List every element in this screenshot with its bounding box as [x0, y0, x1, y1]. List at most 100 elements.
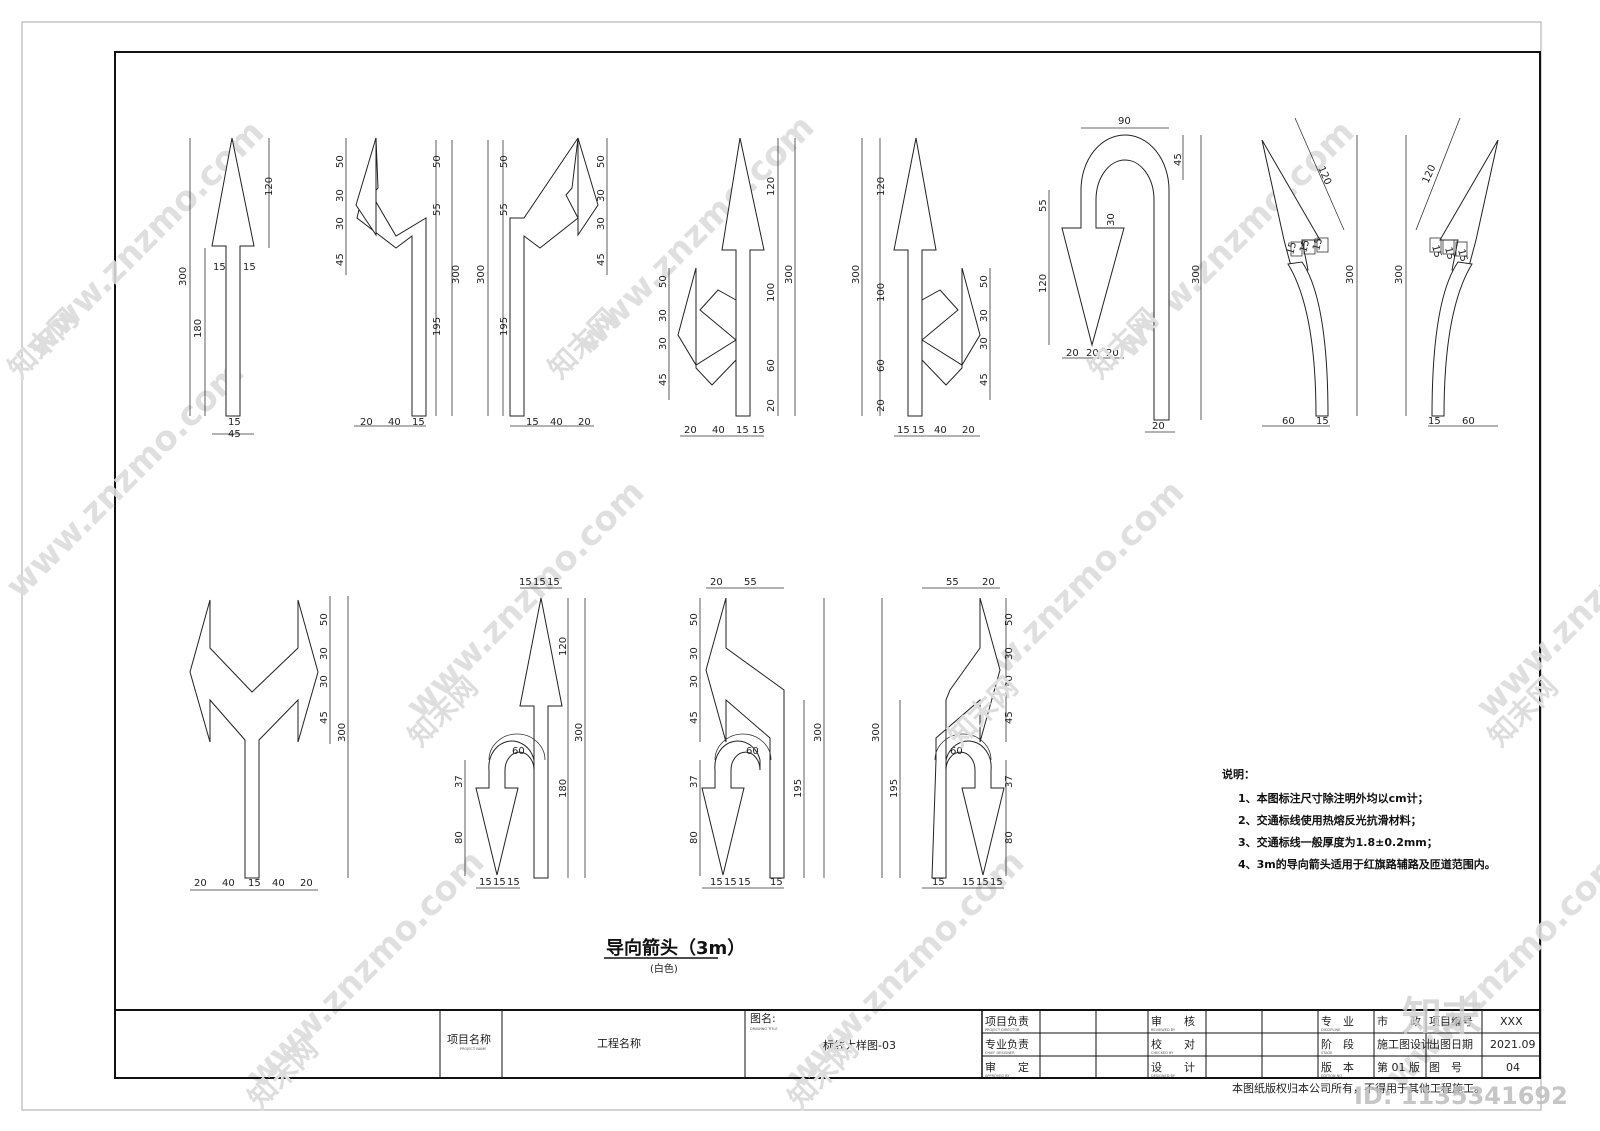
arrow-merge-left — [1261, 139, 1329, 417]
meta-label-discipline: 专 业 — [1321, 1014, 1354, 1028]
dim-label: 55 — [946, 577, 959, 588]
dim-label: 195 — [499, 317, 510, 336]
meta-label-project-no: 项目编号 — [1429, 1014, 1473, 1028]
dim-label: 180 — [193, 319, 204, 338]
dim-label: 60 — [1282, 416, 1295, 427]
watermark-id: ID: 1135341692 — [1354, 1082, 1568, 1110]
dim-label: 15 — [1429, 244, 1443, 259]
arrow-merge-right — [1431, 139, 1499, 417]
dim-label: 30 — [1004, 675, 1015, 688]
dims-arrow-straight — [189, 138, 270, 435]
dim-label: 15 — [412, 417, 425, 428]
arrow-u-turn — [1061, 134, 1170, 421]
dim-label: 195 — [793, 779, 804, 798]
dim-label: 15 — [1316, 416, 1329, 427]
dim-label: 30 — [689, 647, 700, 660]
dim-label: 50 — [658, 275, 669, 288]
notes-heading: 说明： — [1222, 767, 1255, 781]
check-reviewed: 审 核 — [1151, 1014, 1195, 1028]
dim-label: 120 — [766, 177, 777, 196]
dim-label: 55 — [432, 203, 443, 216]
dim-label: 15 — [770, 877, 783, 888]
dim-label: 60 — [512, 746, 525, 757]
dim-label: 40 — [272, 878, 285, 889]
dim-label: 15 — [493, 877, 506, 888]
dim-label: 30 — [596, 189, 607, 202]
dim-label: 300 — [851, 265, 862, 284]
dim-label: 20 — [1066, 348, 1079, 359]
dim-label: 45 — [319, 711, 330, 724]
role-chief-designer: 专业负责 — [985, 1037, 1029, 1051]
dim-label: 30 — [689, 675, 700, 688]
arrow-straight-left-combo — [677, 137, 765, 417]
dim-label: 15 — [533, 577, 546, 588]
arrow-right-u-turn — [931, 597, 1005, 879]
role-approved-by: 审 定 — [985, 1060, 1029, 1074]
dims-arrow-straight-left — [345, 138, 453, 427]
drawing-caption: 导向箭头（3m） — [606, 937, 745, 959]
dim-label: 45 — [658, 373, 669, 386]
dim-label: 300 — [871, 723, 882, 742]
dim-label: 37 — [689, 775, 700, 788]
dim-label: 30 — [658, 309, 669, 322]
dim-label: 120 — [1038, 274, 1049, 293]
project-name-label-en: PROJECT NAME — [460, 1047, 486, 1051]
dim-label: 20 — [710, 577, 723, 588]
dim-label: 50 — [335, 155, 346, 168]
notes-item: 1、本图标注尺寸除注明外均以cm计； — [1238, 791, 1429, 805]
dim-label: 15 — [213, 262, 226, 273]
meta-value-date: 2021.09 — [1490, 1038, 1536, 1051]
dim-label: 30 — [1106, 213, 1117, 226]
arrow-straight-u-turn — [475, 597, 563, 879]
dim-label: 50 — [432, 155, 443, 168]
dim-label: 20 — [876, 399, 887, 412]
arrow-straight-right — [509, 137, 599, 417]
dim-label: 15 — [976, 877, 989, 888]
dim-label: 15 — [1455, 248, 1469, 263]
dim-label: 20 — [578, 417, 591, 428]
arrow-left-u-turn — [701, 597, 785, 879]
check-designed: 设 计 — [1151, 1061, 1195, 1074]
dim-label: 20 — [1086, 348, 1099, 359]
project-name-value: 工程名称 — [597, 1036, 641, 1050]
meta-label-edition: 版 本 — [1321, 1060, 1354, 1074]
dim-label: 45 — [979, 373, 990, 386]
dim-label: 195 — [432, 317, 443, 336]
meta-label-en: DISCIPLINE — [1321, 1028, 1340, 1032]
dim-label: 195 — [889, 779, 900, 798]
dim-label: 15 — [912, 425, 925, 436]
dim-label: 20 — [1106, 348, 1119, 359]
dim-label: 30 — [658, 337, 669, 350]
dim-label: 45 — [228, 429, 241, 440]
dims-arrow-left-right — [190, 596, 349, 891]
dim-label: 100 — [876, 283, 887, 302]
dim-label: 120 — [264, 177, 275, 196]
dim-label: 50 — [1004, 613, 1015, 626]
dims-arrow-left-u-turn — [699, 587, 825, 889]
arrow-left-right — [189, 599, 319, 879]
dim-label: 20 — [300, 878, 313, 889]
dim-label: 30 — [1004, 647, 1015, 660]
dim-label: 40 — [388, 417, 401, 428]
dim-label: 55 — [744, 577, 757, 588]
dim-label: 15 — [752, 425, 765, 436]
dims-arrow-straight-right — [487, 138, 608, 427]
dim-label: 30 — [335, 189, 346, 202]
dims-arrow-straight-left-combo — [668, 138, 796, 437]
check-en: CHECKED BY — [1151, 1051, 1174, 1055]
dim-label: 15 — [962, 877, 975, 888]
dim-label: 300 — [1345, 265, 1356, 284]
dim-label: 15 — [547, 577, 560, 588]
check-en: DESIGNED BY — [1151, 1074, 1176, 1078]
dims-arrow-right-u-turn — [881, 587, 1007, 889]
meta-value-sheet-no: 04 — [1506, 1061, 1520, 1074]
dim-label: 80 — [1004, 831, 1015, 844]
dim-label: 55 — [499, 203, 510, 216]
dim-label: 15 — [1428, 416, 1441, 427]
dim-label: 120 — [558, 637, 569, 656]
meta-value-discipline: 市 政 — [1377, 1014, 1421, 1028]
dim-label: 80 — [454, 831, 465, 844]
dim-label: 30 — [335, 217, 346, 230]
dim-label: 50 — [319, 613, 330, 626]
